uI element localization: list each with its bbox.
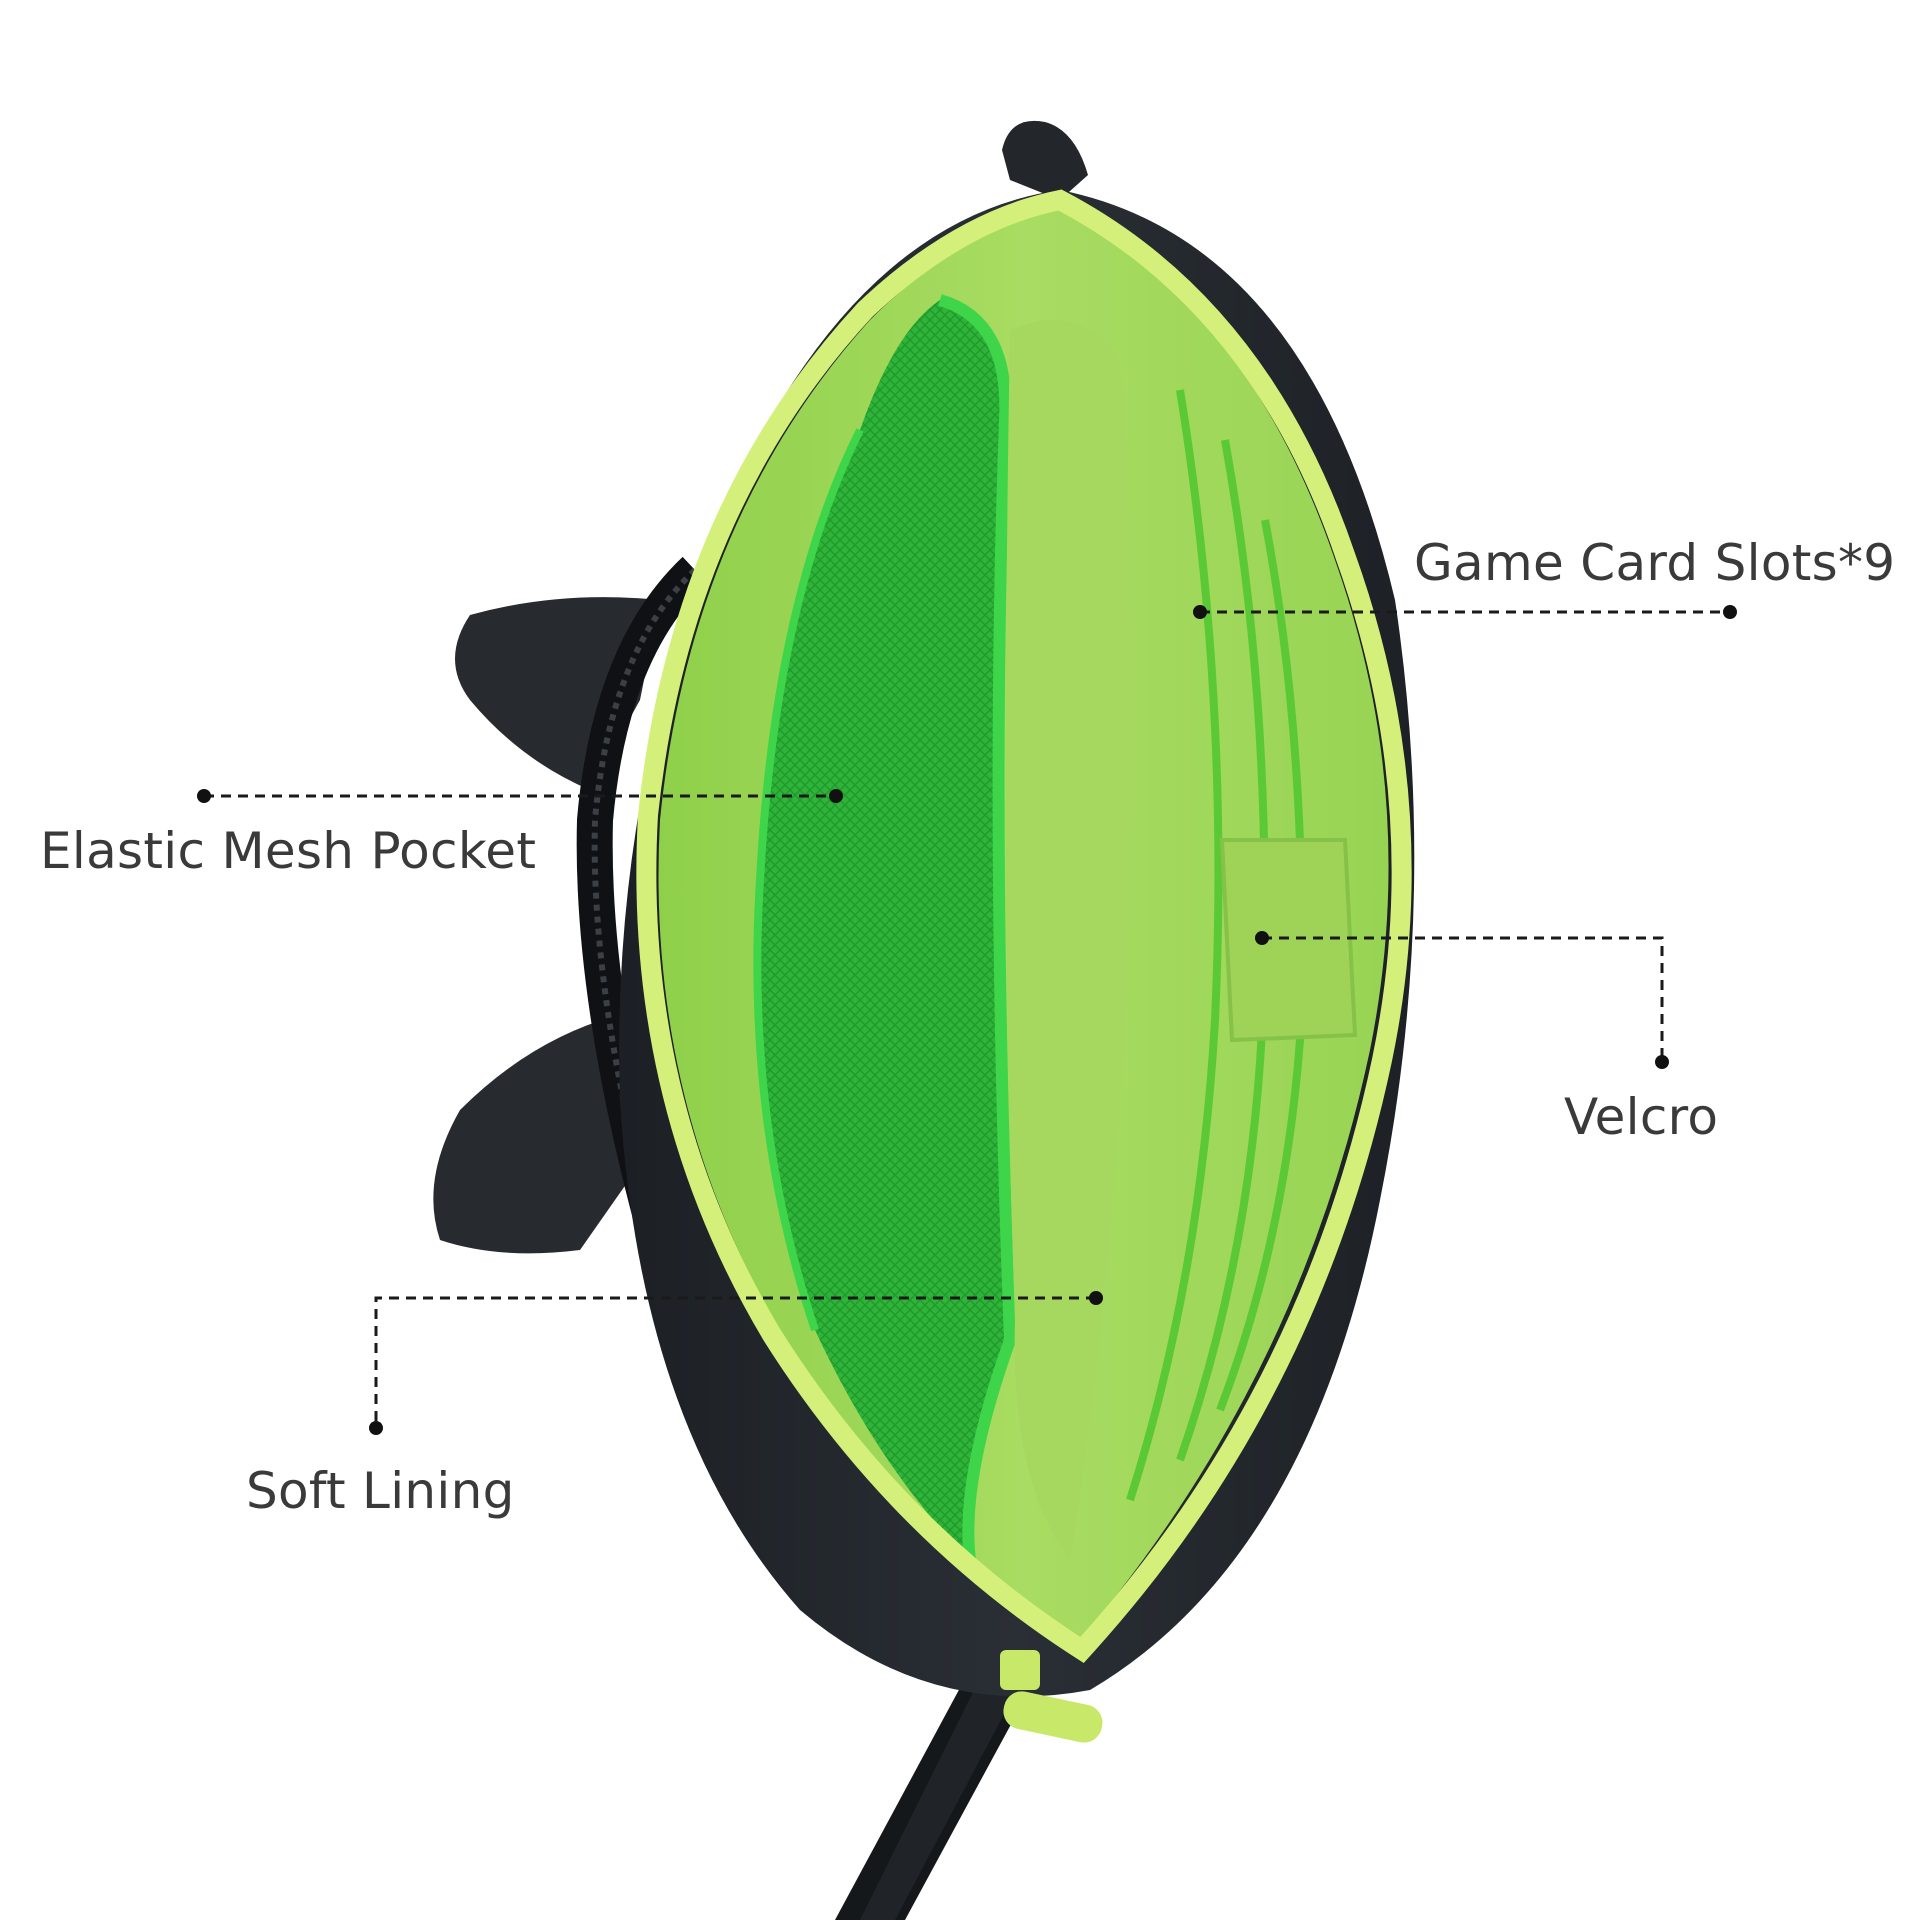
dot-lining-outer xyxy=(369,1421,383,1435)
dot-mesh-inner xyxy=(829,789,843,803)
zipper-pull xyxy=(1000,1650,1103,1743)
leader-velcro xyxy=(1262,936,1664,1062)
soft-lining-panel xyxy=(1006,320,1135,1560)
velcro-tab xyxy=(1219,838,1358,1043)
mesh-pocket xyxy=(757,300,1010,1560)
dot-lining-inner xyxy=(1089,1291,1103,1305)
elastic-mesh-pocket-label: Elastic Mesh Pocket xyxy=(40,822,537,880)
wrist-strap xyxy=(835,1660,1035,1920)
top-tab xyxy=(1002,120,1088,200)
dot-game-card-inner xyxy=(1193,605,1207,619)
game-card-slots-label: Game Card Slots*9 xyxy=(1414,534,1896,592)
velcro-label: Velcro xyxy=(1564,1088,1719,1146)
soft-lining-label: Soft Lining xyxy=(246,1462,515,1520)
dot-velcro-inner xyxy=(1255,931,1269,945)
dot-velcro-outer xyxy=(1655,1055,1669,1069)
leader-soft-lining xyxy=(374,1296,1096,1428)
dot-mesh-outer xyxy=(197,789,211,803)
dot-game-card-outer xyxy=(1723,605,1737,619)
main-zipper-trim xyxy=(636,189,1412,1663)
